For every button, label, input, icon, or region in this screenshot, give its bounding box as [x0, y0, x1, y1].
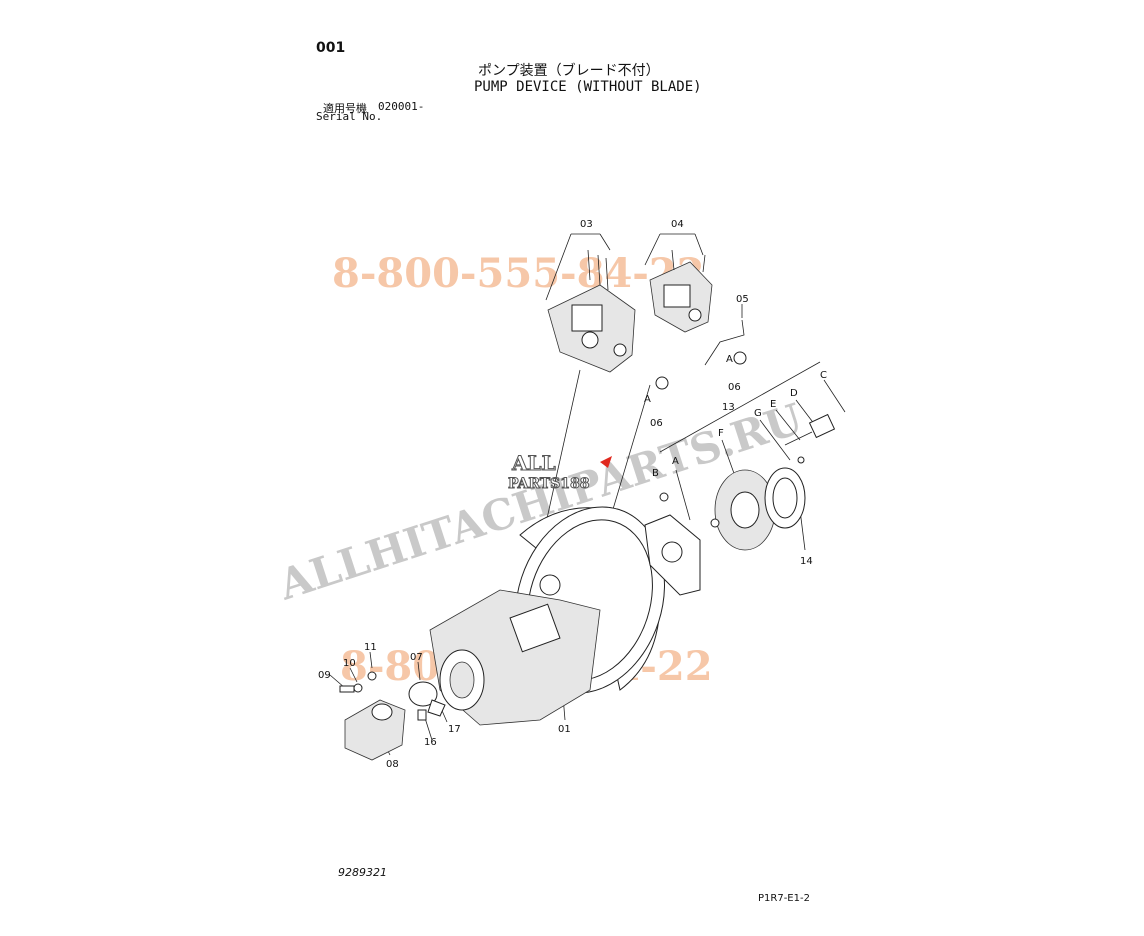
callout-11: 11 — [364, 642, 377, 653]
callout-13: 13 — [722, 402, 735, 413]
elbow-06 — [655, 351, 747, 390]
fan-blade-f — [714, 469, 776, 551]
callout-10: 10 — [343, 658, 356, 669]
callout-17: 17 — [448, 724, 461, 735]
callout-a-upper-left: A — [644, 394, 651, 405]
regulator-03 — [547, 249, 636, 373]
callout-14: 14 — [800, 556, 813, 567]
serial-label-japanese: 適用号機 — [323, 102, 367, 115]
callout-05: 05 — [736, 294, 749, 305]
page-code: 001 — [316, 40, 346, 56]
callout-a-upper-right: A — [726, 354, 733, 365]
title-english: PUMP DEVICE (WITHOUT BLADE) — [474, 79, 702, 95]
logo-watermark: ALL PARTS188 — [508, 451, 612, 493]
logo-red-mark — [600, 456, 612, 468]
o-ring-07 — [408, 681, 438, 707]
fan-bolt-parts — [659, 413, 836, 528]
fan-guard-14 — [764, 467, 806, 529]
fan-hub — [644, 514, 701, 596]
callout-f: F — [718, 428, 724, 439]
title-japanese: ポンプ装置（ブレード不付） — [478, 63, 660, 79]
callout-04: 04 — [671, 219, 684, 230]
regulator-04 — [649, 249, 713, 333]
callout-e: E — [770, 399, 776, 410]
serial-value: 020001- — [378, 100, 425, 113]
callout-01: 01 — [558, 724, 571, 735]
callout-g: G — [754, 408, 762, 419]
callout-b: B — [652, 468, 659, 479]
callout-09: 09 — [318, 670, 331, 681]
callout-07: 07 — [410, 652, 423, 663]
callout-c: C — [820, 370, 827, 381]
gear-pump-08 — [344, 699, 406, 761]
callout-06-upper-left: 06 — [650, 418, 663, 429]
leader-lines — [329, 233, 846, 756]
callout-06-upper-right: 06 — [728, 382, 741, 393]
pipe-05 — [704, 319, 745, 366]
callout-16: 16 — [424, 737, 437, 748]
logo-line1: ALL — [511, 451, 556, 475]
logo-line2: PARTS188 — [508, 476, 590, 492]
bolts-09-10-11 — [339, 671, 446, 721]
drawing-number: 9289321 — [338, 866, 387, 879]
callout-03: 03 — [580, 219, 593, 230]
callout-08: 08 — [386, 759, 399, 770]
pump-assembly-01 — [429, 506, 666, 726]
serial-label-english: Serial No. — [316, 110, 383, 123]
watermark-phone-top: 8-800-555-84-22 — [332, 250, 705, 297]
callout-a-lower: A — [672, 456, 679, 467]
sheet-reference: P1R7-E1-2 — [758, 893, 810, 904]
callout-d: D — [790, 388, 798, 399]
